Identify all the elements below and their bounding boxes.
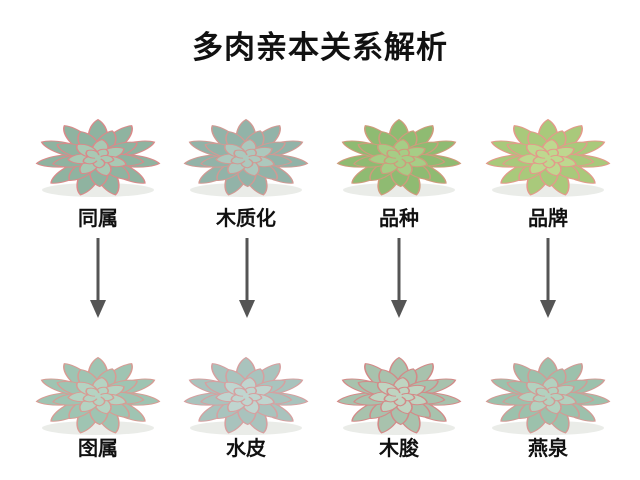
plant-bottom-1: [28, 330, 168, 440]
label-top-3: 品种: [379, 206, 419, 230]
succulent-icon: [485, 356, 611, 435]
plant-top-1: [28, 92, 168, 202]
arrow-down-icon: [391, 238, 407, 318]
label-top-2: 木质化: [216, 206, 276, 230]
succulent-icon: [35, 118, 161, 197]
arrow-down-icon: [540, 238, 556, 318]
plant-top-2: [176, 92, 316, 202]
label-bottom-1: 囹属: [78, 436, 118, 460]
arrow-down-icon: [90, 238, 106, 318]
label-top-1: 同属: [78, 206, 118, 230]
label-bottom-3: 木朘: [379, 436, 419, 460]
succulent-icon: [35, 356, 161, 435]
diagram-title: 多肉亲本关系解析: [192, 30, 448, 66]
plant-bottom-4: [478, 330, 618, 440]
succulent-icon: [336, 356, 462, 435]
succulent-icon: [485, 118, 611, 197]
label-bottom-2: 水皮: [226, 436, 266, 460]
succulent-icon: [183, 356, 309, 435]
succulent-icon: [183, 118, 309, 197]
plant-bottom-3: [329, 330, 469, 440]
label-top-4: 品牌: [528, 206, 568, 230]
plant-top-3: [329, 92, 469, 202]
succulent-icon: [336, 118, 462, 197]
plant-top-4: [478, 92, 618, 202]
arrow-down-icon: [239, 238, 255, 318]
label-bottom-4: 燕泉: [528, 436, 568, 460]
plant-bottom-2: [176, 330, 316, 440]
